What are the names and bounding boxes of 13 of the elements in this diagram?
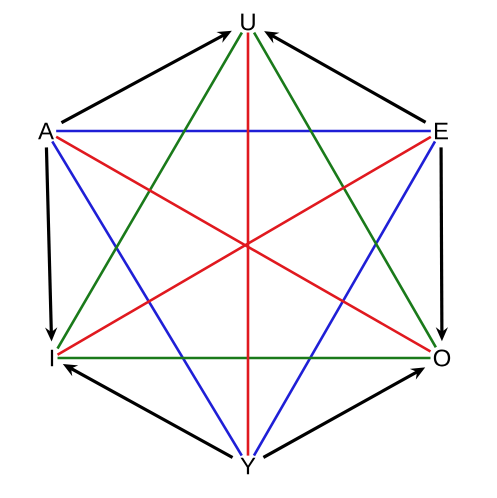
line	[252, 32, 437, 348]
vertex-letter: A	[38, 122, 54, 140]
vertex-letter: U	[241, 14, 255, 30]
vertex-letter: I	[50, 350, 54, 366]
vertex-letter: Y	[240, 458, 256, 474]
line	[56, 32, 243, 350]
line	[252, 140, 436, 456]
line	[56, 130, 431, 132]
vertex-letter: O	[434, 350, 450, 366]
vertex-letter: E	[435, 122, 448, 140]
line	[246, 32, 250, 456]
line	[51, 140, 243, 456]
line	[58, 356, 430, 360]
